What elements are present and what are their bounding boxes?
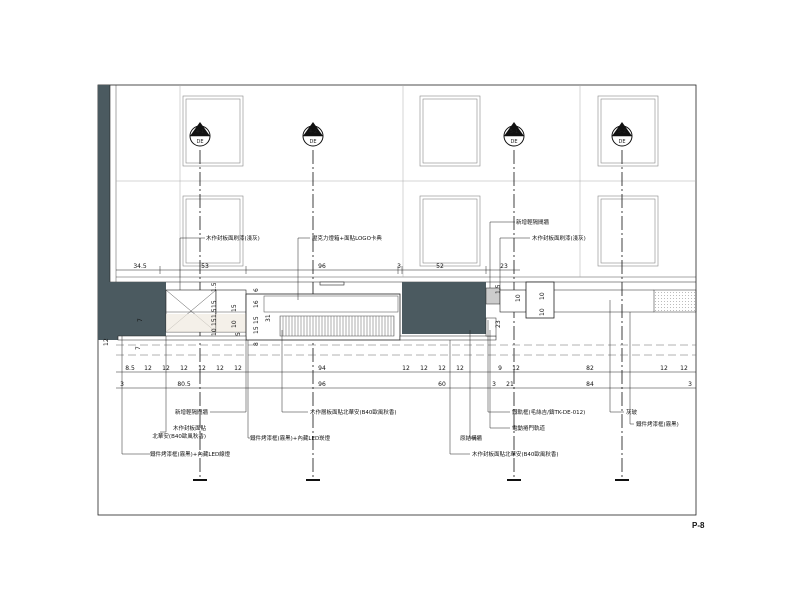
dim-label: 1.5 [211, 308, 218, 318]
dim-label: 12 [660, 365, 668, 372]
dim-label: 8.5 [125, 365, 135, 372]
dim-label: 96 [318, 381, 326, 388]
dim-label: 80.5 [177, 381, 191, 388]
wall-section [98, 281, 697, 356]
section-tag-4-2[interactable]: 4-2 DE [302, 122, 324, 481]
dim-label: 53 [201, 263, 209, 270]
annotation-text: 鐵軌框(毛絲吉/鑄TK-DE-012) [512, 408, 585, 416]
dim-label: 15 [253, 326, 260, 334]
section-tag-code: 5-1 [510, 129, 518, 135]
annotation-text: 木作封板面貼北華安(B40歐風秋香) [472, 450, 559, 458]
dim-label: 12 [420, 365, 428, 372]
bottom-dimension-row-1: 8.5 12 12 12 12 12 12 94 12 12 12 12 9 1… [116, 365, 696, 373]
annotation-text: 鐵件烤漆框(霧黑)+內藏LED線燈 [150, 450, 231, 458]
dim-label: 12 [402, 365, 410, 372]
dim-label: 60 [438, 381, 446, 388]
dim-label: 9 [498, 365, 502, 372]
ceiling-grid [116, 85, 696, 277]
dim-label: 16 [253, 300, 260, 308]
annotation-text: 新增輕隔間牆 [516, 218, 550, 226]
annotation-text: 木作封板面貼 [173, 424, 207, 432]
ceiling-light-panels [182, 95, 659, 267]
annotation-text: 鐵件烤漆框(霧黑) [636, 420, 679, 428]
dim-label: 12 [234, 365, 242, 372]
section-tag-ref: DE [309, 139, 316, 145]
top-dimension-line: 34.5 53 96 3 52 23 [116, 263, 520, 274]
dim-label: 82 [586, 365, 594, 372]
section-tag-ref: DE [618, 139, 625, 145]
dim-label: 23 [500, 263, 508, 270]
annotation-text: 新增輕隔間牆 [175, 408, 209, 416]
leader-lines [121, 221, 634, 455]
dim-label: 3 [397, 263, 401, 270]
structural-wall-left [98, 85, 110, 340]
annotation-text: 灰玻 [626, 408, 638, 416]
dim-label: 34.5 [133, 263, 147, 270]
annotation-text: 木作層板面貼北華安(B40歐風秋香) [310, 408, 397, 416]
section-tag-5-2[interactable]: 5-2 DE [611, 122, 633, 481]
bottom-dimension-row-2: 3 80.5 96 60 3 21 84 3 [116, 381, 696, 389]
dim-label: 7 [137, 318, 144, 322]
dim-label: 12 [512, 365, 520, 372]
dim-label: 12 [103, 338, 110, 346]
dim-label: 1.5 [211, 282, 218, 292]
section-tag-code: 4-1 [196, 129, 204, 135]
dim-label: 3 [492, 381, 496, 388]
section-tag-5-1[interactable]: 5-1 DE [503, 122, 525, 481]
annotation-text: 原結構牆 [460, 434, 483, 442]
sheet-number: P-8 [692, 521, 705, 530]
dim-label: 12 [216, 365, 224, 372]
annotation-text: 鐵件烤漆框(霧黑)+內藏LED崁燈 [250, 434, 331, 442]
dim-label: 6 [253, 288, 260, 292]
dim-label: 84 [586, 381, 594, 388]
dim-label: 10 [231, 320, 238, 328]
section-tag-code: 4-2 [309, 129, 317, 135]
dim-label: 8 [253, 342, 260, 346]
annotation-text: 木作封板面刷漆(淺灰) [206, 234, 260, 242]
annotations: 木作封板面刷漆(淺灰) 壓克力燈箱+面貼LOGO卡典 新增輕隔間牆 木作封板面刷… [150, 218, 679, 458]
vertical-dimension-labels: 1.5 15 1.5 15 10 6 16 15 31 15 8 15 10 5… [103, 282, 546, 350]
dim-label: 10 [539, 292, 546, 300]
section-tag-ref: DE [196, 139, 203, 145]
dim-label: 21 [506, 381, 514, 388]
dim-label: 10 [515, 294, 522, 302]
dim-label: 15 [211, 318, 218, 326]
dim-label: 12 [198, 365, 206, 372]
dim-label: 12 [144, 365, 152, 372]
dim-label: 12 [180, 365, 188, 372]
dim-label: 15 [211, 300, 218, 308]
dim-label: 12 [456, 365, 464, 372]
dim-label: 7 [135, 346, 142, 350]
annotation-text: 北華安(B40歐風秋香) [152, 432, 206, 440]
annotation-text: 壓克力燈箱+面貼LOGO卡典 [312, 234, 382, 242]
dim-label: 94 [318, 365, 326, 372]
dim-label: 23 [495, 320, 502, 328]
dim-label: 5 [235, 332, 242, 336]
annotation-text: 木作封板面刷漆(淺灰) [532, 234, 586, 242]
dim-label: 31 [265, 314, 272, 322]
dim-label: 15 [231, 304, 238, 312]
dim-label: 12 [438, 365, 446, 372]
dim-label: 15 [253, 316, 260, 324]
annotation-text: 電動捲門軌道 [512, 424, 546, 432]
dim-label: 3 [688, 381, 692, 388]
section-tag-code: 5-2 [618, 129, 626, 135]
dim-label: 52 [436, 263, 444, 270]
dim-label: 1.5 [495, 284, 502, 294]
section-tag-ref: DE [510, 139, 517, 145]
dim-label: 10 [211, 328, 218, 336]
dim-label: 96 [318, 263, 326, 270]
dim-label: 12 [680, 365, 688, 372]
dim-label: 10 [539, 308, 546, 316]
